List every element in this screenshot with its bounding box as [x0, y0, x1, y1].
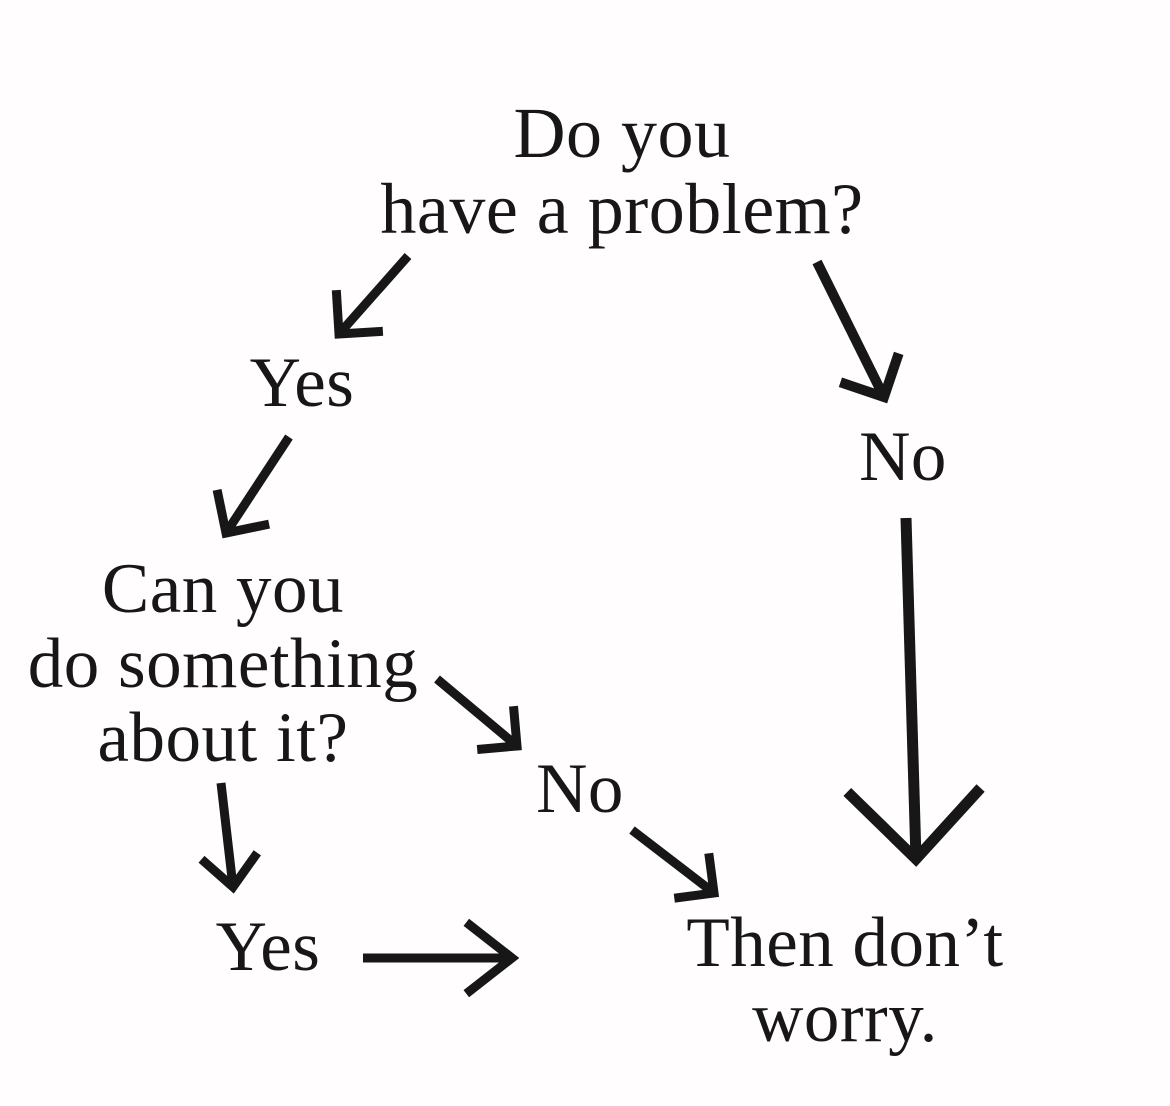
node-yes-top: Yes — [249, 344, 355, 422]
arrow-something-to-no-mid — [434, 675, 522, 754]
arrow-no-mid-to-result — [629, 826, 720, 903]
arrow-yes-bot-to-result — [363, 918, 520, 998]
node-result: Then don’t worry. — [686, 904, 1004, 1057]
node-yes-bottom: Yes — [215, 908, 321, 986]
node-no-right: No — [859, 418, 947, 496]
node-question-something: Can you do something about it? — [27, 550, 419, 778]
arrow-no-right-to-result — [843, 517, 985, 867]
arrow-something-to-yes-bot — [198, 782, 261, 894]
arrow-problem-to-yes-top — [331, 253, 412, 339]
arrow-yes-top-to-something — [212, 434, 293, 539]
node-question-problem: Do you have a problem? — [380, 93, 864, 249]
arrow-problem-to-no-right — [812, 259, 904, 404]
node-no-middle: No — [536, 750, 624, 828]
